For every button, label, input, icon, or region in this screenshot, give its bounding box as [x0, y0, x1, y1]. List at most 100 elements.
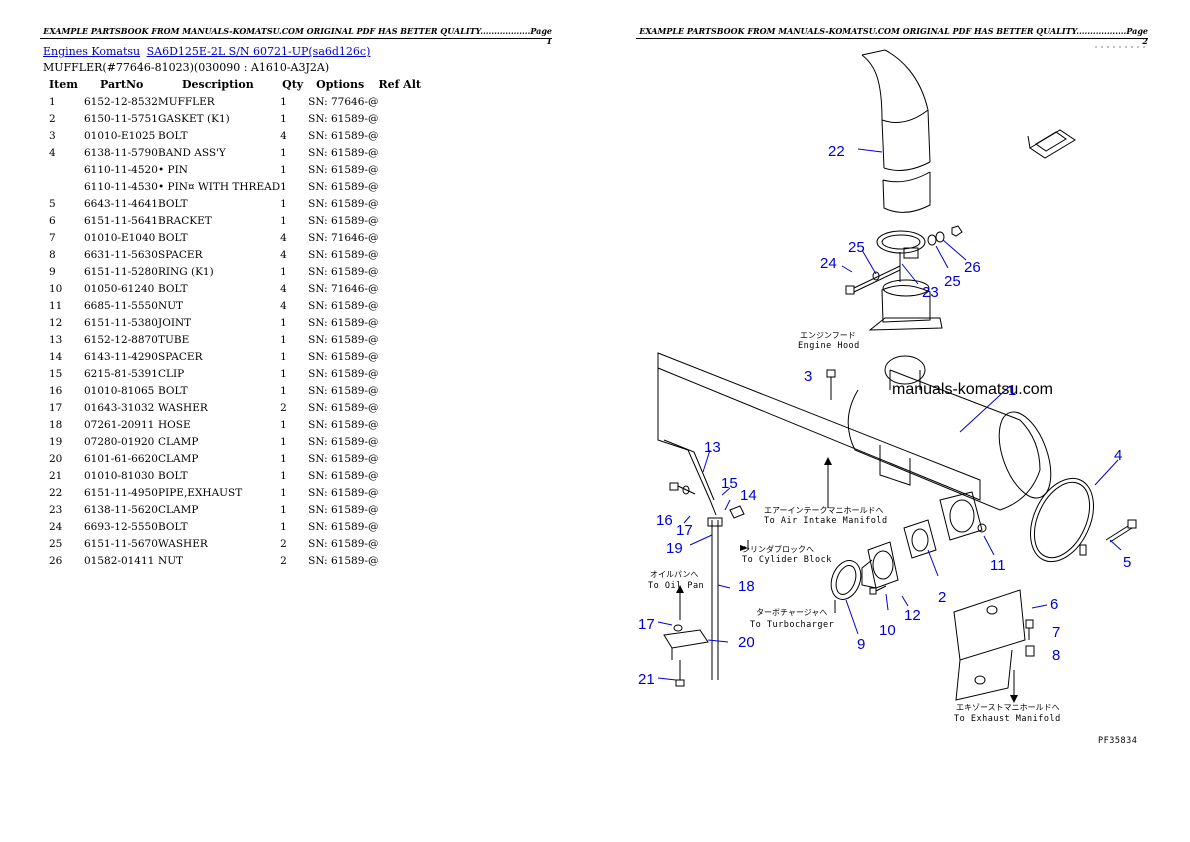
cell-part-number: 01010-81065 [84, 384, 155, 397]
cell-description: • PIN [158, 163, 188, 176]
cell-options: SN: 61589-@ [308, 554, 379, 567]
cell-description: MUFFLER [158, 95, 215, 108]
cell-options: SN: 61589-@ [308, 248, 379, 261]
cell-ref-alt [378, 178, 428, 195]
callout-10: 10 [879, 622, 896, 639]
cell-quantity: 1 [280, 214, 287, 227]
cell-ref-alt [378, 246, 428, 263]
cell-description: PIPE,EXHAUST [158, 486, 243, 499]
cell-item-number: 23 [49, 503, 63, 516]
callout-17a: 17 [676, 522, 693, 539]
nut-drawing [951, 225, 963, 237]
cell-description: BOLT [158, 282, 188, 295]
cell-options: SN: 61589-@ [308, 299, 379, 312]
cell-part-number: 6110-11-4530 [84, 180, 158, 193]
cell-quantity: 2 [280, 537, 287, 550]
spacer-drawing [1025, 645, 1035, 657]
cell-part-number: 6693-12-5550 [84, 520, 158, 533]
cell-description: CLAMP [158, 435, 199, 448]
callout-23: 23 [922, 284, 939, 301]
breadcrumb: Engines Komatsu SA6D125E-2L S/N 60721-UP… [43, 45, 370, 59]
cell-part-number: 6643-11-4641 [84, 197, 158, 210]
cell-description: • PIN¤ WITH THREAD [158, 180, 281, 193]
cell-item-number: 21 [49, 469, 63, 482]
callout-12: 12 [904, 607, 921, 624]
callout-19: 19 [666, 540, 683, 557]
callout-5: 5 [1123, 554, 1131, 571]
cell-options: SN: 61589-@ [308, 333, 379, 346]
cell-ref-alt [378, 416, 428, 433]
callout-8: 8 [1052, 647, 1060, 664]
cell-item-number [43, 161, 84, 178]
cell-options: SN: 61589-@ [308, 265, 379, 278]
exploded-parts-diagram: 22 23 24 25 25 26 3 1 4 5 11 2 12 10 9 6… [638, 46, 1148, 746]
cell-options: SN: 77646-@ [308, 95, 379, 108]
cell-item-number: 11 [49, 299, 63, 312]
cell-description: SPACER [158, 248, 203, 261]
cell-options: SN: 61589-@ [308, 146, 379, 159]
cell-description: NUT [158, 554, 184, 567]
cell-part-number: 6685-11-5550 [84, 299, 158, 312]
cell-description: BOLT [158, 197, 188, 210]
cell-quantity: 1 [280, 469, 287, 482]
callout-15: 15 [721, 475, 738, 492]
parts-table-header: Item PartNo Description Qty Options Ref … [43, 76, 428, 93]
cell-description: HOSE [158, 418, 191, 431]
cell-item-number: 18 [49, 418, 63, 431]
cell-item-number: 22 [49, 486, 63, 499]
cell-part-number: 01582-01411 [84, 554, 155, 567]
cell-part-number: 6151-11-5641 [84, 214, 158, 227]
oil-pan-bracket-drawing [663, 624, 709, 660]
col-header-qty: Qty [282, 78, 304, 91]
breadcrumb-link-model[interactable]: SA6D125E-2L S/N 60721-UP(sa6d126c) [146, 45, 371, 58]
cell-description: BRACKET [158, 214, 212, 227]
cell-ref-alt [378, 535, 428, 552]
bolt-7-drawing [1025, 619, 1034, 640]
cell-part-number: 07280-01920 [84, 435, 155, 448]
cell-ref-alt [378, 450, 428, 467]
cell-description: SPACER [158, 350, 203, 363]
cell-description: CLAMP [158, 503, 199, 516]
cell-quantity: 1 [280, 486, 287, 499]
cell-item-number [43, 178, 84, 195]
turbo-label-jp: ターボチャージャへ [756, 608, 827, 617]
cell-ref-alt [378, 229, 428, 246]
cell-ref-alt [378, 467, 428, 484]
cell-ref-alt [378, 348, 428, 365]
cell-part-number: 6215-81-5391 [84, 367, 158, 380]
callout-6: 6 [1050, 596, 1058, 613]
cell-item-number: 1 [49, 95, 56, 108]
cell-options: SN: 61589-@ [308, 163, 379, 176]
cell-part-number: 6151-11-5670 [84, 537, 158, 550]
joint-drawing [861, 541, 899, 589]
cell-description: WASHER [158, 401, 208, 414]
cell-quantity: 2 [280, 554, 287, 567]
cell-item-number: 13 [49, 333, 63, 346]
direction-arrows [676, 457, 1018, 703]
callout-7: 7 [1052, 624, 1060, 641]
cell-options: SN: 61589-@ [308, 435, 379, 448]
parts-table: Item PartNo Description Qty Options Ref … [43, 76, 428, 569]
cell-item-number: 10 [49, 282, 63, 295]
cell-options: SN: 61589-@ [308, 180, 379, 193]
cell-part-number: 6152-12-8870 [84, 333, 158, 346]
muffler-drawing [657, 352, 1052, 511]
gasket-drawing [903, 519, 937, 559]
breadcrumb-link-engines[interactable]: Engines Komatsu [43, 45, 141, 58]
cell-ref-alt [378, 484, 428, 501]
cell-ref-alt [378, 212, 428, 229]
band-drawing [1030, 477, 1094, 563]
oil-pan-label-jp: オイルパンへ [650, 570, 698, 579]
cell-item-number: 15 [49, 367, 63, 380]
